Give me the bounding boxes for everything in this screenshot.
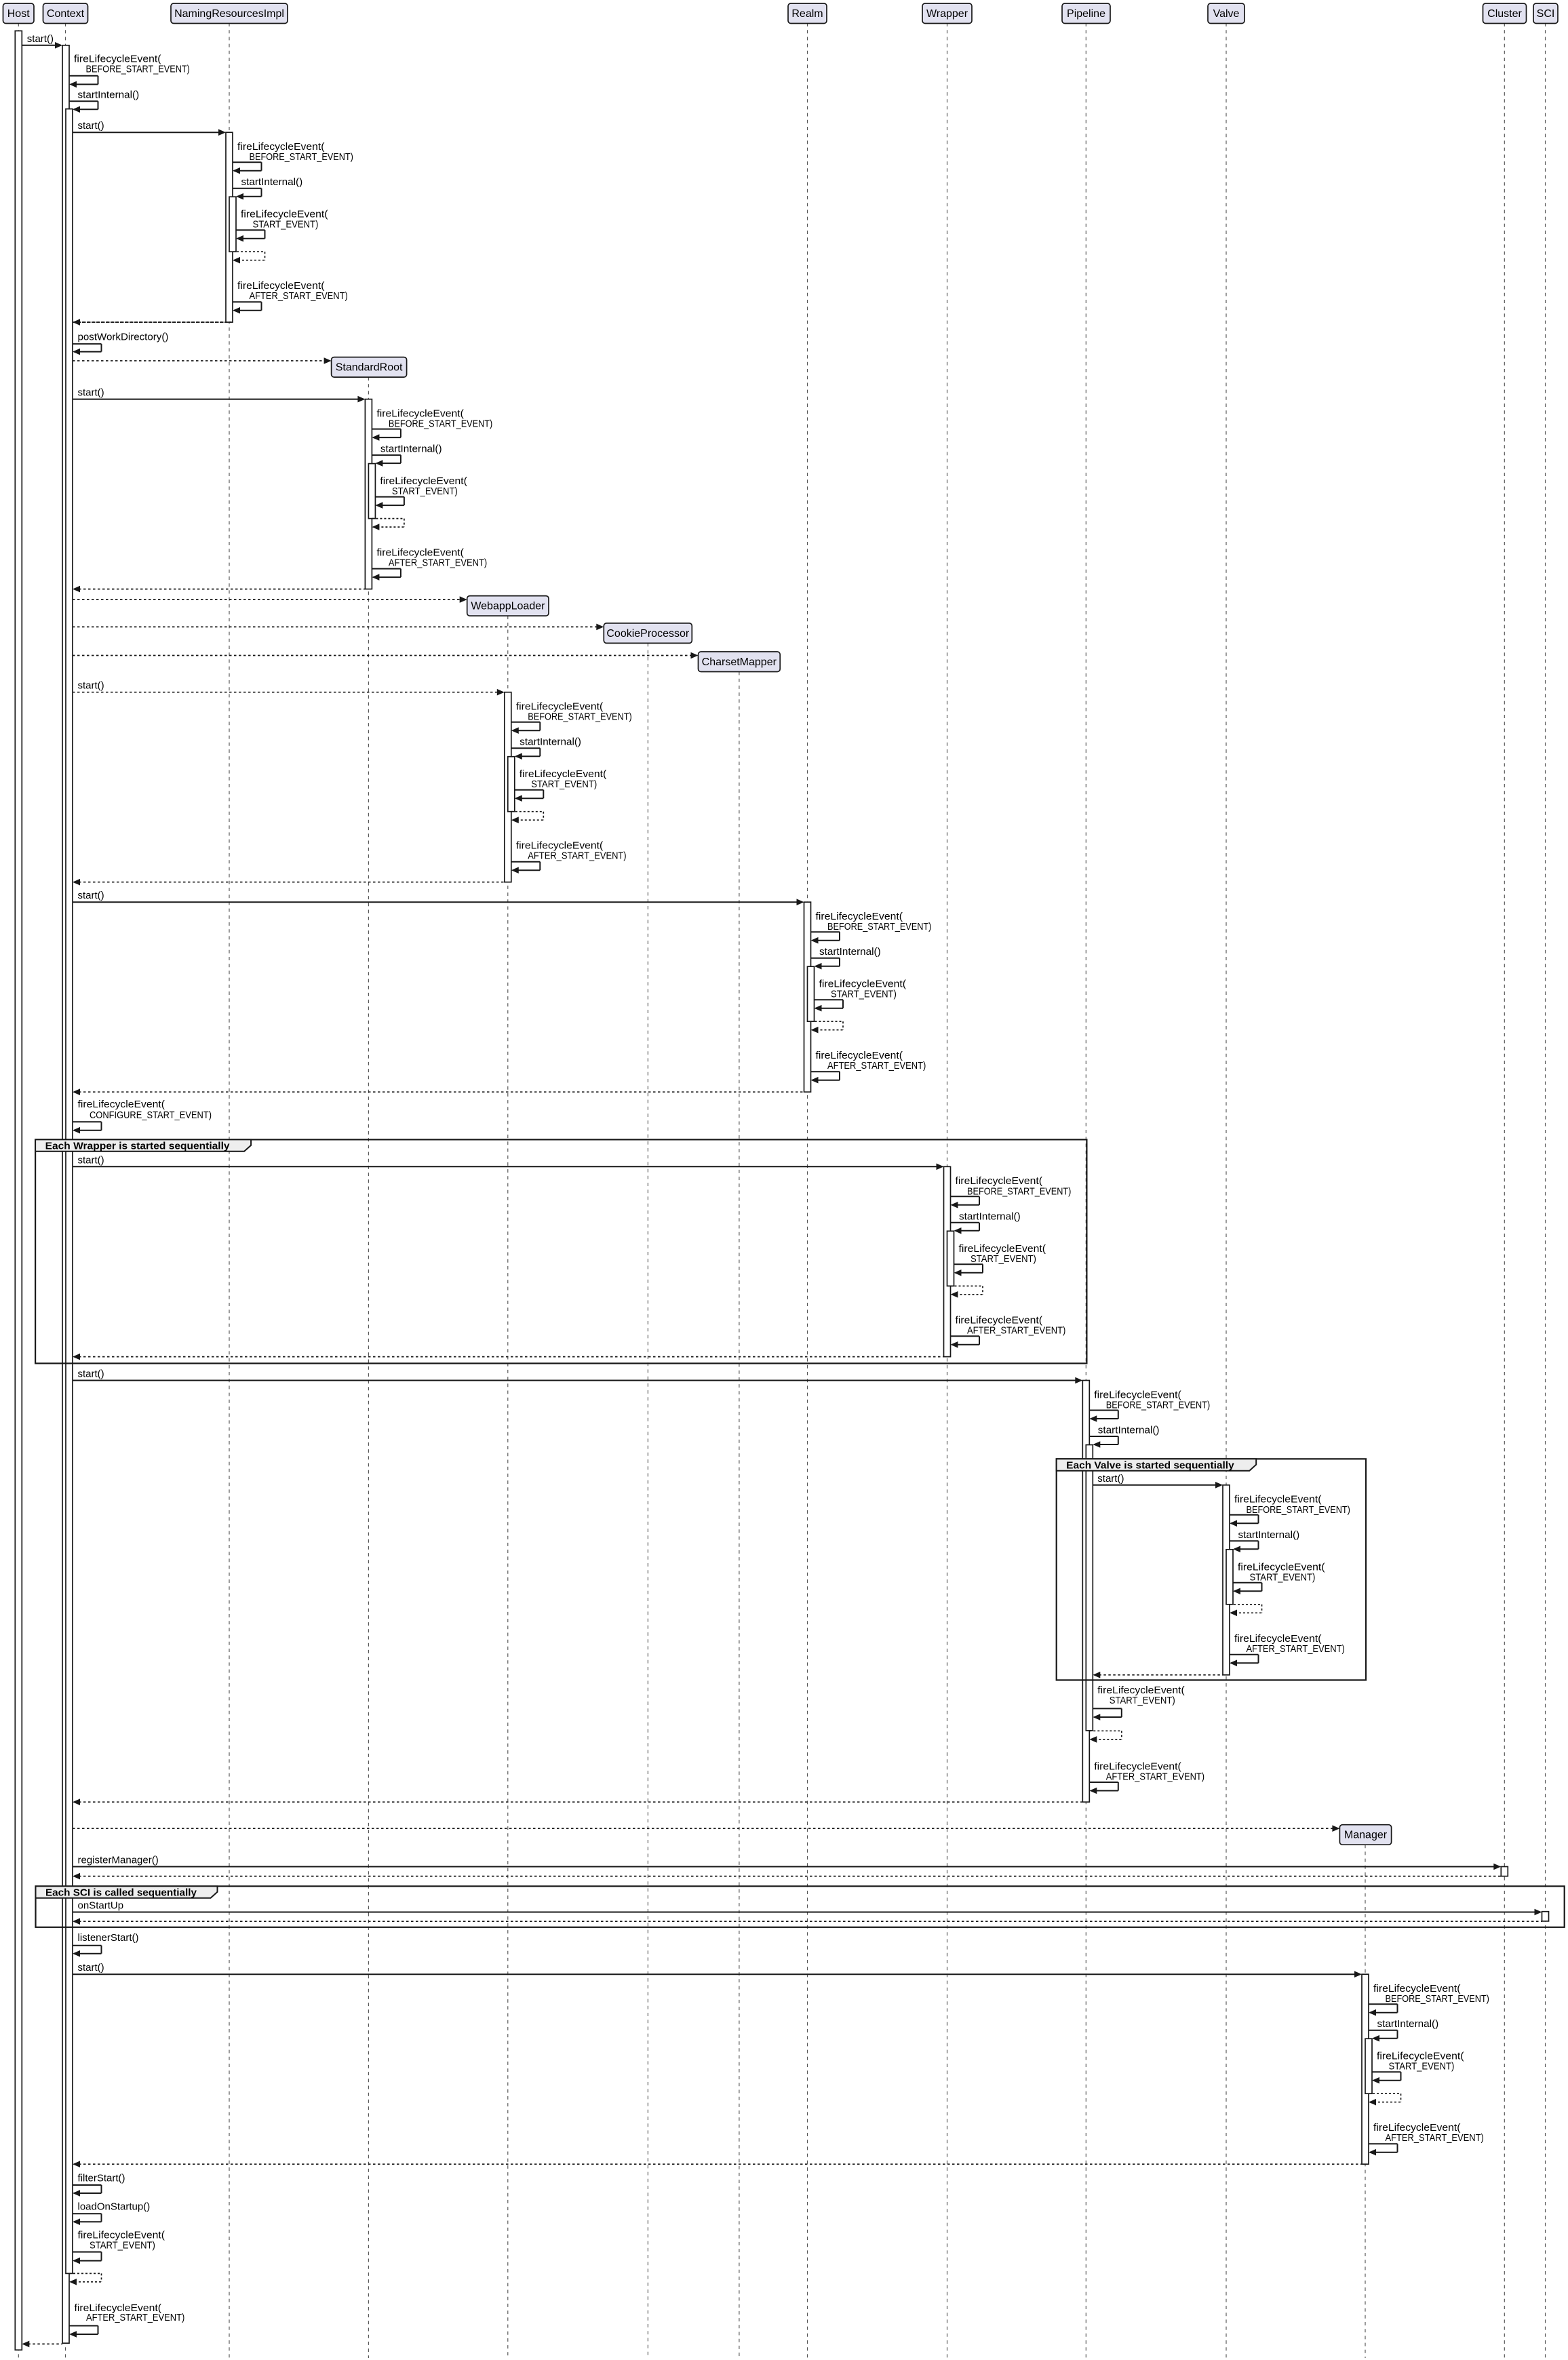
svg-text:fireLifecycleEvent(: fireLifecycleEvent( bbox=[1094, 1761, 1181, 1773]
svg-text:fireLifecycleEvent(: fireLifecycleEvent( bbox=[819, 979, 907, 990]
svg-text:start(): start() bbox=[78, 680, 104, 692]
svg-text:onStartUp: onStartUp bbox=[78, 1900, 124, 1912]
svg-text:fireLifecycleEvent(: fireLifecycleEvent( bbox=[75, 2302, 162, 2314]
svg-text:fireLifecycleEvent(: fireLifecycleEvent( bbox=[1234, 1633, 1322, 1645]
svg-text:start(): start() bbox=[78, 120, 104, 132]
svg-text:fireLifecycleEvent(: fireLifecycleEvent( bbox=[516, 840, 604, 852]
svg-text:BEFORE_START_EVENT): BEFORE_START_EVENT) bbox=[389, 418, 492, 430]
svg-text:AFTER_START_EVENT): AFTER_START_EVENT) bbox=[1247, 1643, 1345, 1655]
svg-text:startInternal(): startInternal() bbox=[520, 736, 581, 748]
svg-text:start(): start() bbox=[78, 890, 104, 901]
svg-text:START_EVENT): START_EVENT) bbox=[1110, 1695, 1175, 1706]
svg-text:startInternal(): startInternal() bbox=[959, 1211, 1021, 1222]
svg-text:fireLifecycleEvent(: fireLifecycleEvent( bbox=[816, 911, 903, 922]
svg-text:fireLifecycleEvent(: fireLifecycleEvent( bbox=[816, 1050, 903, 1061]
svg-text:filterStart(): filterStart() bbox=[78, 2173, 125, 2184]
svg-text:START_EVENT): START_EVENT) bbox=[90, 2239, 155, 2251]
svg-text:fireLifecycleEvent(: fireLifecycleEvent( bbox=[78, 1099, 165, 1110]
svg-text:WebappLoader: WebappLoader bbox=[471, 601, 545, 612]
svg-text:Realm: Realm bbox=[791, 8, 823, 20]
svg-text:start(): start() bbox=[78, 1962, 104, 1973]
svg-text:AFTER_START_EVENT): AFTER_START_EVENT) bbox=[86, 2312, 184, 2323]
svg-text:NamingResourcesImpl: NamingResourcesImpl bbox=[174, 8, 284, 20]
svg-text:START_EVENT): START_EVENT) bbox=[253, 219, 319, 231]
svg-text:BEFORE_START_EVENT): BEFORE_START_EVENT) bbox=[528, 711, 631, 723]
svg-text:fireLifecycleEvent(: fireLifecycleEvent( bbox=[380, 475, 467, 487]
svg-text:startInternal(): startInternal() bbox=[1238, 1529, 1300, 1541]
svg-text:Cluster: Cluster bbox=[1487, 8, 1522, 20]
svg-text:fireLifecycleEvent(: fireLifecycleEvent( bbox=[74, 53, 161, 64]
svg-text:AFTER_START_EVENT): AFTER_START_EVENT) bbox=[528, 850, 626, 862]
svg-text:fireLifecycleEvent(: fireLifecycleEvent( bbox=[959, 1243, 1046, 1255]
svg-text:start(): start() bbox=[78, 1154, 104, 1166]
svg-text:BEFORE_START_EVENT): BEFORE_START_EVENT) bbox=[1386, 1993, 1489, 2005]
svg-text:CookieProcessor: CookieProcessor bbox=[606, 628, 690, 640]
svg-text:registerManager(): registerManager() bbox=[78, 1855, 159, 1866]
svg-text:startInternal(): startInternal() bbox=[241, 176, 303, 188]
svg-text:BEFORE_START_EVENT): BEFORE_START_EVENT) bbox=[86, 63, 190, 75]
svg-text:fireLifecycleEvent(: fireLifecycleEvent( bbox=[1373, 1983, 1461, 1994]
svg-text:AFTER_START_EVENT): AFTER_START_EVENT) bbox=[967, 1324, 1065, 1336]
svg-text:fireLifecycleEvent(: fireLifecycleEvent( bbox=[516, 701, 604, 713]
svg-text:start(): start() bbox=[1097, 1473, 1124, 1484]
svg-text:listenerStart(): listenerStart() bbox=[78, 1932, 139, 1944]
svg-text:fireLifecycleEvent(: fireLifecycleEvent( bbox=[956, 1175, 1043, 1187]
svg-text:fireLifecycleEvent(: fireLifecycleEvent( bbox=[1373, 2122, 1461, 2133]
svg-text:START_EVENT): START_EVENT) bbox=[1389, 2061, 1455, 2072]
svg-text:CharsetMapper: CharsetMapper bbox=[702, 656, 777, 668]
svg-text:fireLifecycleEvent(: fireLifecycleEvent( bbox=[376, 547, 464, 559]
svg-text:fireLifecycleEvent(: fireLifecycleEvent( bbox=[1097, 1685, 1185, 1696]
svg-text:SCI: SCI bbox=[1537, 8, 1555, 20]
svg-text:postWorkDirectory(): postWorkDirectory() bbox=[78, 332, 169, 343]
svg-text:BEFORE_START_EVENT): BEFORE_START_EVENT) bbox=[250, 151, 353, 163]
svg-text:AFTER_START_EVENT): AFTER_START_EVENT) bbox=[1386, 2132, 1484, 2144]
svg-text:AFTER_START_EVENT): AFTER_START_EVENT) bbox=[827, 1060, 926, 1071]
svg-text:Wrapper: Wrapper bbox=[926, 8, 968, 20]
svg-text:Each Valve is started sequenti: Each Valve is started sequentially bbox=[1066, 1460, 1234, 1472]
svg-text:loadOnStartup(): loadOnStartup() bbox=[78, 2201, 151, 2213]
svg-text:START_EVENT): START_EVENT) bbox=[1250, 1571, 1316, 1583]
svg-text:BEFORE_START_EVENT): BEFORE_START_EVENT) bbox=[1106, 1400, 1210, 1411]
svg-text:fireLifecycleEvent(: fireLifecycleEvent( bbox=[237, 280, 325, 292]
svg-text:CONFIGURE_START_EVENT): CONFIGURE_START_EVENT) bbox=[90, 1109, 212, 1121]
svg-text:startInternal(): startInternal() bbox=[380, 444, 442, 455]
svg-text:START_EVENT): START_EVENT) bbox=[531, 779, 597, 790]
svg-text:Manager: Manager bbox=[1344, 1830, 1388, 1841]
svg-text:fireLifecycleEvent(: fireLifecycleEvent( bbox=[241, 209, 328, 220]
svg-text:fireLifecycleEvent(: fireLifecycleEvent( bbox=[237, 141, 325, 153]
svg-text:start(): start() bbox=[78, 1369, 104, 1380]
svg-text:start(): start() bbox=[78, 387, 104, 399]
svg-text:fireLifecycleEvent(: fireLifecycleEvent( bbox=[1238, 1561, 1325, 1573]
svg-text:Context: Context bbox=[47, 8, 85, 20]
svg-text:startInternal(): startInternal() bbox=[1098, 1425, 1160, 1436]
svg-text:Pipeline: Pipeline bbox=[1067, 8, 1105, 20]
svg-text:AFTER_START_EVENT): AFTER_START_EVENT) bbox=[389, 557, 487, 569]
svg-text:BEFORE_START_EVENT): BEFORE_START_EVENT) bbox=[827, 921, 931, 932]
svg-text:fireLifecycleEvent(: fireLifecycleEvent( bbox=[520, 768, 607, 780]
svg-text:startInternal(): startInternal() bbox=[1377, 2018, 1439, 2030]
svg-text:fireLifecycleEvent(: fireLifecycleEvent( bbox=[956, 1314, 1043, 1326]
svg-text:startInternal(): startInternal() bbox=[78, 89, 140, 100]
svg-text:START_EVENT): START_EVENT) bbox=[831, 989, 897, 1000]
svg-text:fireLifecycleEvent(: fireLifecycleEvent( bbox=[1234, 1494, 1322, 1506]
svg-text:Host: Host bbox=[7, 8, 30, 20]
svg-text:Each SCI is called sequentiall: Each SCI is called sequentially bbox=[45, 1887, 197, 1899]
svg-text:fireLifecycleEvent(: fireLifecycleEvent( bbox=[78, 2230, 165, 2241]
svg-text:START_EVENT): START_EVENT) bbox=[971, 1253, 1036, 1265]
svg-text:StandardRoot: StandardRoot bbox=[336, 362, 403, 374]
svg-text:fireLifecycleEvent(: fireLifecycleEvent( bbox=[376, 408, 464, 419]
svg-text:Each Wrapper is started sequen: Each Wrapper is started sequentially bbox=[45, 1141, 231, 1152]
svg-text:fireLifecycleEvent(: fireLifecycleEvent( bbox=[1094, 1389, 1181, 1400]
svg-text:BEFORE_START_EVENT): BEFORE_START_EVENT) bbox=[1247, 1504, 1350, 1516]
svg-text:BEFORE_START_EVENT): BEFORE_START_EVENT) bbox=[967, 1185, 1071, 1197]
svg-text:AFTER_START_EVENT): AFTER_START_EVENT) bbox=[1106, 1771, 1204, 1783]
svg-text:fireLifecycleEvent(: fireLifecycleEvent( bbox=[1377, 2051, 1464, 2062]
svg-text:START_EVENT): START_EVENT) bbox=[392, 486, 458, 497]
svg-text:Valve: Valve bbox=[1213, 8, 1240, 20]
svg-text:start(): start() bbox=[27, 33, 54, 45]
svg-text:startInternal(): startInternal() bbox=[819, 946, 881, 958]
svg-text:AFTER_START_EVENT): AFTER_START_EVENT) bbox=[250, 290, 348, 302]
